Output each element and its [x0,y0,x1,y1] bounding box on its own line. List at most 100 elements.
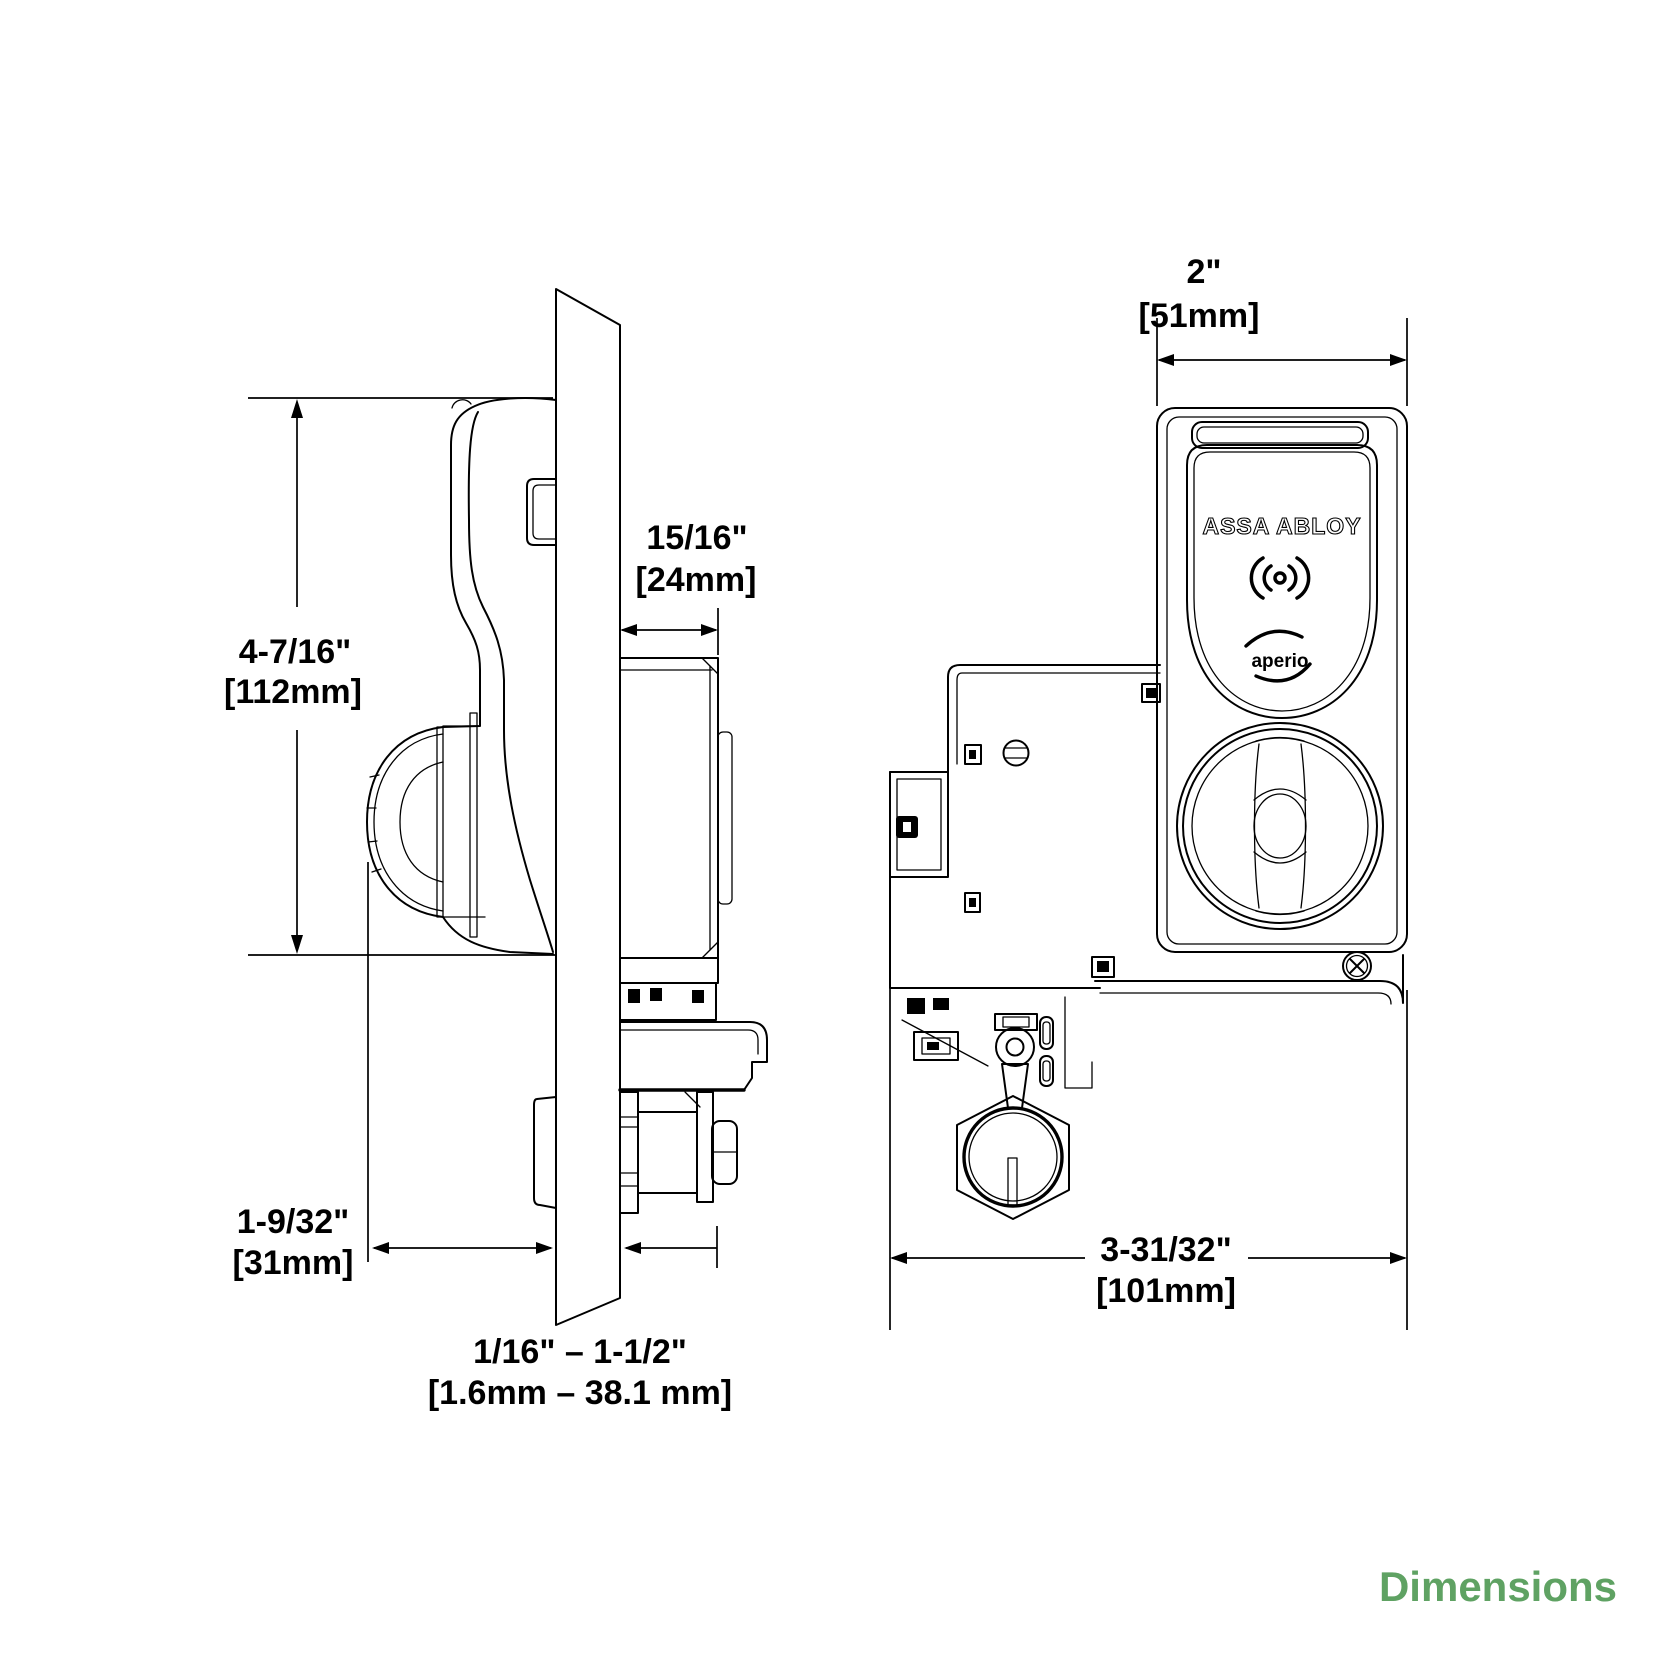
dim-rear-depth: 15/16" [24mm] [620,519,756,655]
bolt-flange-plate [696,1091,714,1203]
panel-sheet [555,288,621,1326]
cam-disc [962,1106,1064,1208]
bottom-clip-dark [1097,961,1109,972]
dim-front-projection-in: 1-9/32" [237,1203,350,1241]
cam-assembly [901,996,1093,1220]
plate-foot-tab-2 [933,998,949,1010]
rear-unit [618,657,768,1214]
dim-front-projection: 1-9/32" [31mm] [233,862,553,1282]
side-clip-top-dark [1146,688,1156,698]
dim-width-mm: [51mm] [1139,297,1260,335]
flange-slot-3 [692,990,704,1003]
housing-ridge [469,712,478,938]
bolt-cylinder [637,1111,698,1194]
dim-width-in: 2" [1186,253,1221,291]
knob-grip-right [1300,743,1307,909]
plate-foot-tab-1 [907,998,925,1014]
bottom-clip [1091,956,1115,978]
cam-hex-nut [956,1095,1070,1220]
plate-hole-bottom [964,892,981,913]
pivot-mount [994,1013,1038,1031]
back-plate [889,664,1404,1005]
dim-rear-depth-mm: [24mm] [636,561,757,599]
knob-dome-core [399,761,444,883]
slotted-screw-icon [1002,739,1030,767]
knob-ring [1182,728,1378,924]
aperio-logo: aperio [1244,629,1312,683]
housing-bottom-profile [442,916,554,955]
rear-bracket-inner [619,1029,759,1055]
back-plate-inner-top [956,672,1161,765]
brand-logo-text: ASSA ABLOY [1202,513,1361,539]
dim-height-in: 4-7/16" [239,633,352,671]
post-slot-1-inner [1042,1021,1051,1045]
dim-height: 4-7/16" [112mm] [224,397,556,956]
washer-stack [619,1091,639,1214]
plate-hole-bottom-slot [969,898,976,907]
device-body-inner [1166,416,1398,945]
bracket-step-edge [1064,996,1093,1089]
adjuster-slot [927,1042,939,1050]
bottom-bracket-inner [1099,992,1392,1005]
dim-panel-thickness: 1/16" – 1-1/2" [1.6mm – 38.1 mm] [428,1226,732,1412]
side-clip-top [1141,683,1161,703]
housing-inner-profile [467,411,554,953]
bottom-bracket [1094,954,1404,1004]
dim-width: 2" [51mm] [1139,253,1408,406]
post-slot-1 [1039,1016,1054,1050]
plate-hole-top [964,744,982,765]
flange-slot-1 [628,989,640,1003]
cam-pivot [995,1027,1035,1067]
dim-overall-width: 3-31/32" [101mm] [889,988,1408,1330]
cam-pivot-hole [1005,1037,1025,1057]
knob-grip-arc-lower [1253,851,1307,864]
reader-panel [1186,444,1378,719]
pivot-mount-inner [1002,1016,1030,1028]
reader-panel-inner [1193,451,1371,712]
plate-hole-top-slot [969,750,976,759]
adjuster-box [913,1031,959,1061]
aperio-swoosh-bottom [1254,662,1312,683]
side-view: 4-7/16" [112mm] 15/16" [24mm] 1-9/32" [3… [224,288,768,1412]
led-window-inner [1196,426,1364,444]
flange-slot-2 [650,988,662,1001]
aperio-swoosh-top [1244,629,1304,648]
knob-dome-outer [366,726,444,918]
phillips-screw-icon [1342,951,1372,981]
page-title: Dimensions [1379,1563,1617,1610]
post-slot-2 [1039,1055,1054,1087]
aperio-logo-text: aperio [1251,651,1308,672]
bracket-diagonal-edge [901,1019,989,1067]
device-body [1156,407,1408,953]
rear-flange-a [619,957,719,984]
latch-clip [526,478,557,546]
dim-panel-thickness-in: 1/16" – 1-1/2" [473,1333,687,1371]
dim-front-projection-mm: [31mm] [233,1244,354,1282]
rear-box [619,657,719,959]
post-slot-2-inner [1042,1060,1051,1082]
knob-grip-bottom [1255,910,1305,916]
contactless-icon [1249,556,1311,600]
tab-connector-slot [903,822,911,832]
dim-overall-width-in: 3-31/32" [1100,1231,1231,1269]
led-window [1191,421,1369,449]
knob-grip-top [1255,736,1305,742]
housing-top-bump [451,399,472,409]
dim-panel-thickness-mm: [1.6mm – 38.1 mm] [428,1374,732,1412]
front-view: ASSA ABLOY aperio [889,253,1408,1330]
rear-box-chamfer-top [701,657,719,675]
cylinder-cap [533,1096,557,1209]
thumbturn-knob [1176,722,1384,930]
knob-base-plate [436,726,444,918]
knob-grip-arc-upper [1253,788,1307,801]
cam-key-slot [1007,1157,1018,1206]
knob-grip-ticks [366,774,382,873]
rear-flange-b [619,982,717,1021]
knob-grip-center [1253,793,1307,859]
dim-rear-depth-in: 15/16" [646,519,747,557]
reader-device: ASSA ABLOY aperio [1156,407,1408,981]
rear-bracket [619,1021,768,1091]
rear-box-rib [717,731,733,905]
knob-grip-left [1253,743,1260,909]
